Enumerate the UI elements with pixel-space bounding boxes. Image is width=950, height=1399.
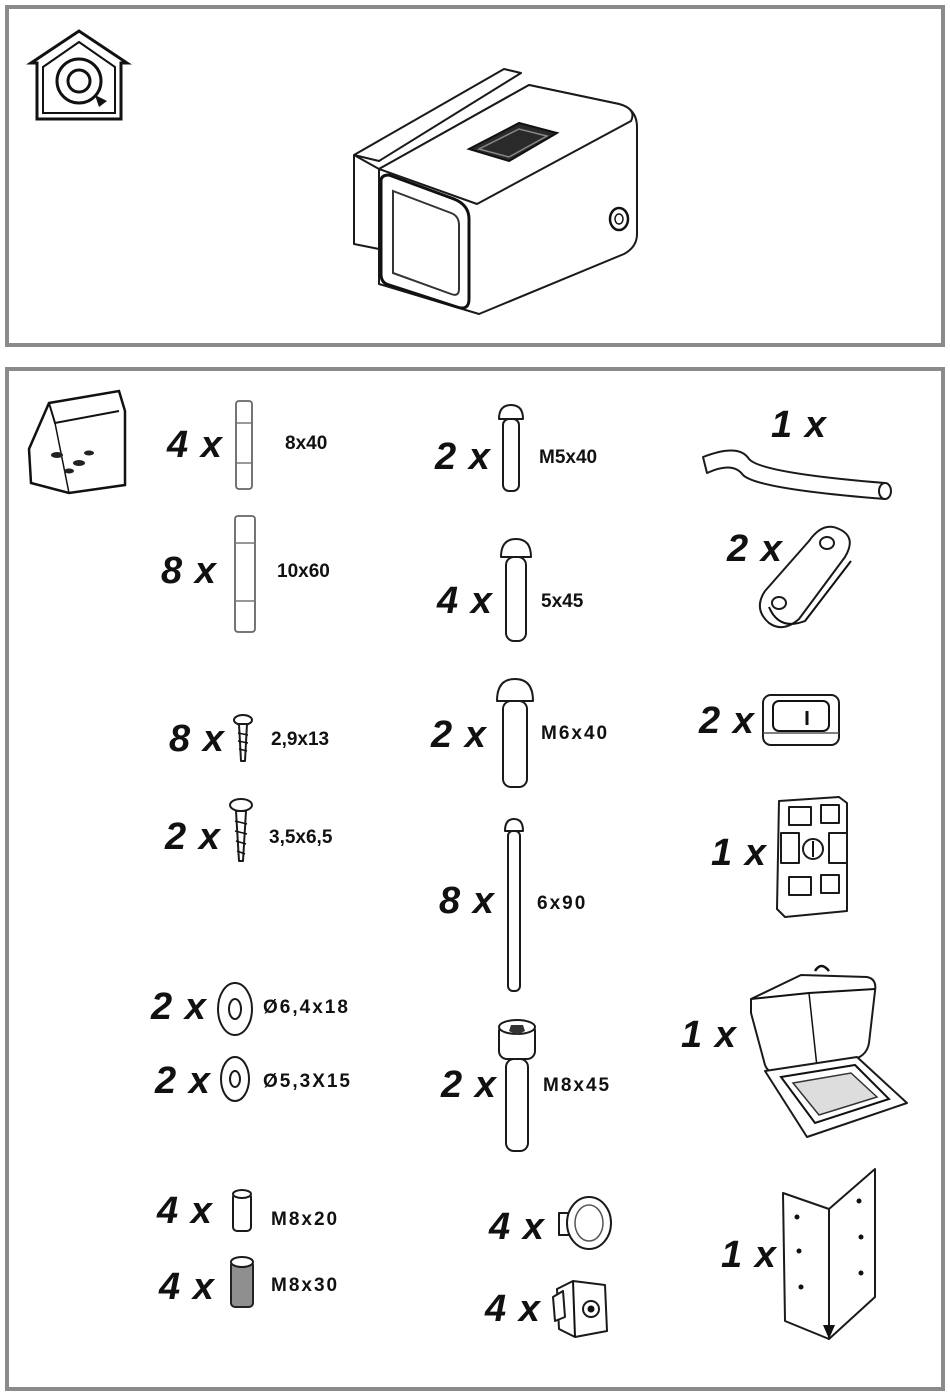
junction-box-part: 1 x — [681, 966, 907, 1137]
clip-icon — [763, 695, 839, 745]
nut-m8x20-part: 4 x M8x20 — [156, 1190, 339, 1232]
filter-box-icon — [354, 69, 637, 314]
nut-m8x30-qty: 4 x — [158, 1266, 216, 1308]
knob-icon — [559, 1197, 611, 1249]
nut-m8x20-size: M8x20 — [271, 1209, 339, 1230]
hardware-bag-icon — [29, 391, 125, 493]
nut-m8x30-part: 4 x M8x30 — [158, 1257, 339, 1308]
bolt-m8x45-size: M8x45 — [543, 1075, 611, 1096]
screw-5x45-part: 4 x 5x45 — [436, 539, 584, 641]
cage-nut-icon — [553, 1281, 607, 1337]
dowel-10x60-icon — [235, 516, 255, 632]
screw-6x90-size: 6x90 — [537, 893, 587, 914]
dowel-10x60-part: 8 x 10x60 — [161, 516, 330, 632]
screw-3-5x6-5-qty: 2 x — [164, 816, 222, 858]
screw-2-9x13-part: 8 x 2,9x13 — [169, 715, 329, 761]
nut-m8x30-icon — [231, 1257, 253, 1307]
knob-qty: 4 x — [488, 1206, 546, 1248]
clip-part: 2 x — [698, 695, 839, 745]
corner-bracket-part: 1 x — [721, 1169, 875, 1339]
screw-m5x40-icon — [499, 405, 523, 491]
hose-icon — [703, 450, 891, 499]
screw-6x90-part: 8 x 6x90 — [439, 819, 587, 991]
bracket-part: 2 x — [726, 527, 851, 627]
screw-3-5x6-5-icon — [230, 799, 252, 861]
screw-3-5x6-5-part: 2 x 3,5x6,5 — [164, 799, 333, 861]
screw-6x90-icon — [505, 819, 523, 991]
dowel-8x40-icon — [236, 401, 252, 489]
bolt-m8x45-part: 2 x M8x45 — [440, 1020, 611, 1151]
washer-5-3x15-size: Ø5,3X15 — [263, 1071, 352, 1092]
terminal-block-qty: 1 x — [711, 832, 768, 874]
screw-m6x40-icon — [497, 679, 533, 787]
dowel-8x40-size: 8x40 — [285, 433, 327, 454]
screw-5x45-icon — [501, 539, 531, 641]
terminal-block-icon — [777, 797, 847, 917]
washer-6-4x18-icon — [218, 983, 252, 1035]
screw-2-9x13-size: 2,9x13 — [271, 729, 329, 750]
washer-5-3x15-part: 2 x Ø5,3X15 — [154, 1057, 352, 1102]
nut-m8x20-icon — [233, 1190, 251, 1231]
screw-6x90-qty: 8 x — [439, 880, 496, 922]
dowel-10x60-qty: 8 x — [161, 550, 218, 592]
dowel-8x40-part: 4 x 8x40 — [166, 401, 327, 489]
clip-qty: 2 x — [698, 700, 756, 742]
screw-2-9x13-qty: 8 x — [169, 718, 226, 760]
corner-bracket-icon — [783, 1169, 875, 1339]
screw-5x45-qty: 4 x — [436, 580, 494, 622]
product-illustration — [9, 9, 941, 343]
bolt-m8x45-icon — [499, 1020, 535, 1151]
washer-6-4x18-qty: 2 x — [150, 986, 208, 1028]
screw-5x45-size: 5x45 — [541, 591, 584, 612]
cage-nut-qty: 4 x — [484, 1288, 542, 1330]
recirculation-mode-house-icon — [31, 31, 127, 119]
dowel-10x60-size: 10x60 — [277, 561, 330, 582]
nut-m8x30-size: M8x30 — [271, 1275, 339, 1296]
screw-m6x40-part: 2 x M6x40 — [430, 679, 609, 787]
junction-box-qty: 1 x — [681, 1014, 738, 1056]
junction-box-icon — [751, 966, 907, 1137]
screw-m5x40-qty: 2 x — [434, 436, 492, 478]
screw-3-5x6-5-size: 3,5x6,5 — [269, 827, 333, 848]
cage-nut-part: 4 x — [484, 1281, 607, 1337]
screw-2-9x13-icon — [234, 715, 252, 761]
washer-6-4x18-size: Ø6,4x18 — [263, 997, 350, 1018]
nut-m8x20-qty: 4 x — [156, 1190, 214, 1232]
screw-m6x40-qty: 2 x — [430, 714, 488, 756]
washer-5-3x15-qty: 2 x — [154, 1060, 212, 1102]
bracket-qty: 2 x — [726, 528, 784, 570]
product-illustration-panel — [5, 5, 945, 347]
terminal-block-part: 1 x — [711, 797, 847, 917]
screw-m6x40-size: M6x40 — [541, 723, 609, 744]
corner-bracket-qty: 1 x — [721, 1234, 778, 1276]
parts-list-panel: 4 x 8x40 8 x 10x60 8 x — [5, 367, 945, 1391]
hose-part: 1 x — [703, 404, 891, 499]
screw-m5x40-size: M5x40 — [539, 447, 597, 468]
washer-5-3x15-icon — [221, 1057, 249, 1101]
dowel-8x40-qty: 4 x — [166, 424, 224, 466]
hose-qty: 1 x — [771, 404, 828, 446]
parts-list: 4 x 8x40 8 x 10x60 8 x — [9, 371, 941, 1387]
bolt-m8x45-qty: 2 x — [440, 1064, 498, 1106]
screw-m5x40-part: 2 x M5x40 — [434, 405, 597, 491]
knob-part: 4 x — [488, 1197, 611, 1249]
washer-6-4x18-part: 2 x Ø6,4x18 — [150, 983, 350, 1035]
